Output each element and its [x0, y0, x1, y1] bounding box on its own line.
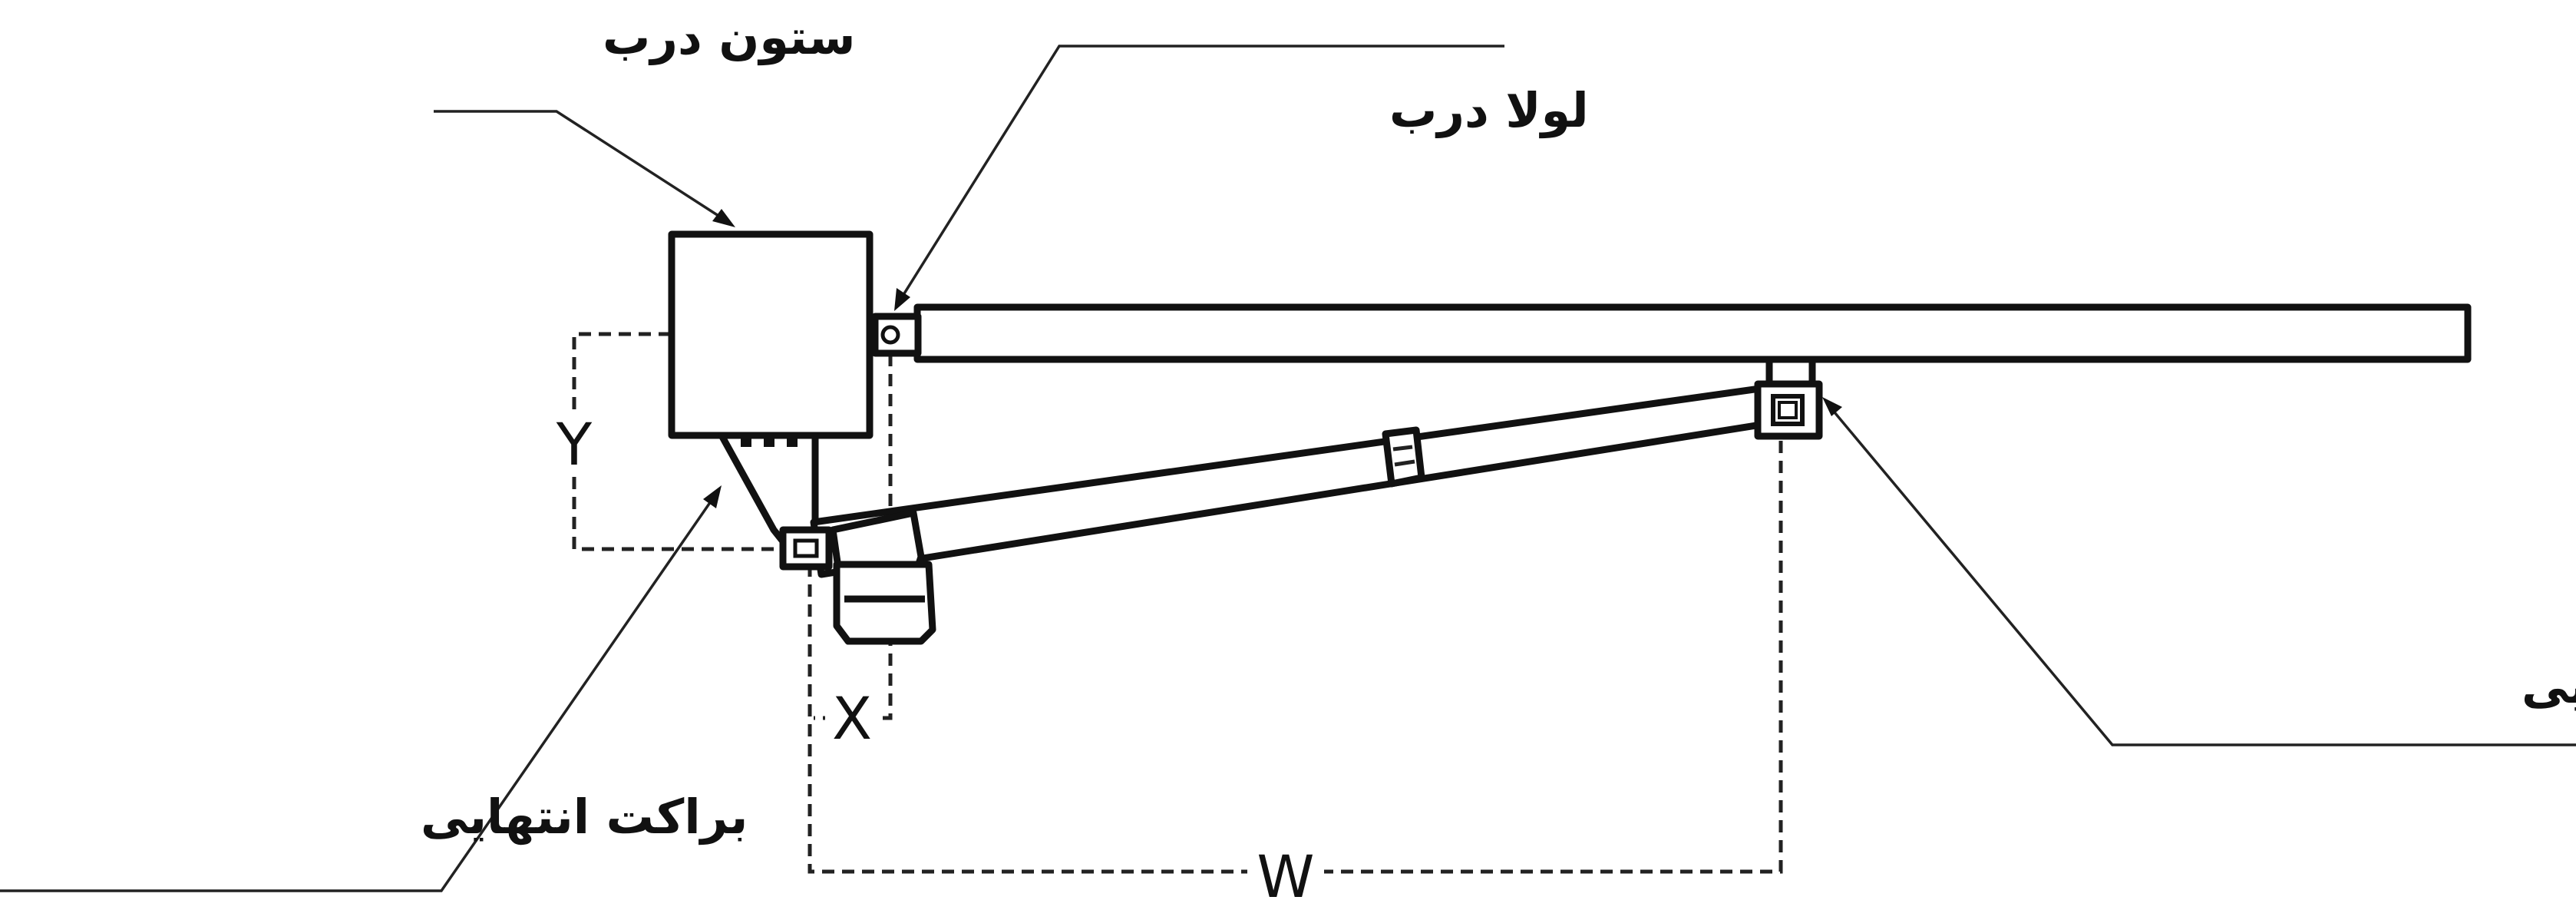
door-hinge-label: لولا درب: [1389, 82, 1589, 138]
end-bracket-leader: [0, 491, 719, 892]
start-bracket-shape: [1754, 356, 1823, 440]
door-post-label: ستون درب: [603, 9, 855, 65]
end-bracket-shape: [718, 432, 819, 553]
start-bracket-label: براکت ابتدایی: [2522, 658, 2576, 714]
start-bracket-leader: [1825, 402, 2576, 746]
door-leaf: [913, 303, 2472, 363]
door-hinge: [871, 313, 922, 357]
motor-casing: [833, 561, 936, 645]
x-dimension-label: X: [832, 684, 872, 753]
w-dimension-label: W: [1257, 842, 1314, 910]
leader-lines: [0, 45, 2576, 892]
end-bracket-label: براکت انتهایی: [421, 789, 748, 845]
y-dimension-label: Y: [556, 410, 593, 478]
post-leader: [434, 110, 730, 224]
arm-collar: [1382, 426, 1425, 488]
x-dimension-line: [814, 334, 893, 720]
actuator-arm: [779, 380, 1804, 645]
door-post: [668, 230, 874, 439]
hinge-leader: [897, 45, 1504, 304]
